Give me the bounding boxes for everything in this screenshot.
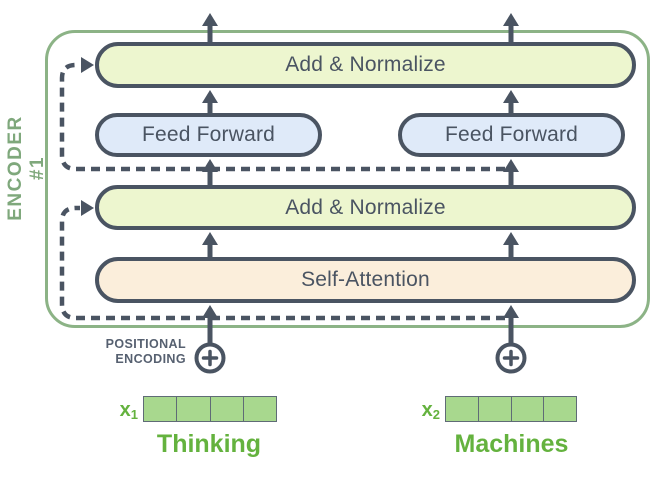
addnorm-to-ff-arrow-right xyxy=(503,159,519,187)
input-embedding-vector xyxy=(445,396,577,422)
vector-cell xyxy=(242,397,276,421)
sa-to-addnorm-arrow-left xyxy=(202,232,218,259)
output-arrow-left xyxy=(202,13,218,44)
vector-cell xyxy=(446,397,478,421)
self-attention-box: Self-Attention xyxy=(95,257,636,303)
positional-encoding-label: POSITIONAL ENCODING xyxy=(105,337,186,366)
vector-cell xyxy=(144,397,176,421)
residual-arrowhead xyxy=(81,57,94,73)
feed-forward-left-label: Feed Forward xyxy=(141,123,276,146)
ff-to-addnorm-arrow-right xyxy=(503,90,519,115)
plus-circle-icon xyxy=(495,342,527,374)
input-word-machines: Machines xyxy=(454,430,569,458)
ff-to-addnorm-arrow-left xyxy=(202,90,218,115)
self-attention-label: Self-Attention xyxy=(301,268,430,291)
add-normalize-top-box: Add & Normalize xyxy=(95,42,636,88)
vector-cell xyxy=(209,397,243,421)
addnorm-to-ff-arrow-left xyxy=(202,159,218,187)
encoder-outline xyxy=(45,30,650,328)
residual-arrowhead xyxy=(81,200,94,216)
sa-to-addnorm-arrow-right xyxy=(503,232,519,259)
feed-forward-left-box: Feed Forward xyxy=(95,113,322,157)
vector-cell xyxy=(543,397,576,421)
input-vector-label-x2: x2 xyxy=(421,399,440,422)
residual-connection-upper xyxy=(59,57,505,172)
feed-forward-right-label: Feed Forward xyxy=(444,123,579,146)
input-arrow-right xyxy=(503,305,519,344)
input-word-thinking: Thinking xyxy=(156,430,262,458)
input-arrow-left xyxy=(202,305,218,344)
residual-connection-lower xyxy=(59,200,505,321)
plus-circle-icon xyxy=(194,342,226,374)
add-normalize-mid-label: Add & Normalize xyxy=(285,195,446,219)
feed-forward-right-box: Feed Forward xyxy=(398,113,625,157)
vector-cell xyxy=(176,397,209,421)
output-arrow-right xyxy=(503,13,519,44)
vector-cell xyxy=(477,397,511,421)
input-embedding-vector xyxy=(143,396,277,422)
add-normalize-mid-box: Add & Normalize xyxy=(95,185,636,230)
vector-cell xyxy=(510,397,544,421)
add-normalize-top-label: Add & Normalize xyxy=(285,53,446,76)
input-vector-label-x1: x1 xyxy=(119,399,138,422)
